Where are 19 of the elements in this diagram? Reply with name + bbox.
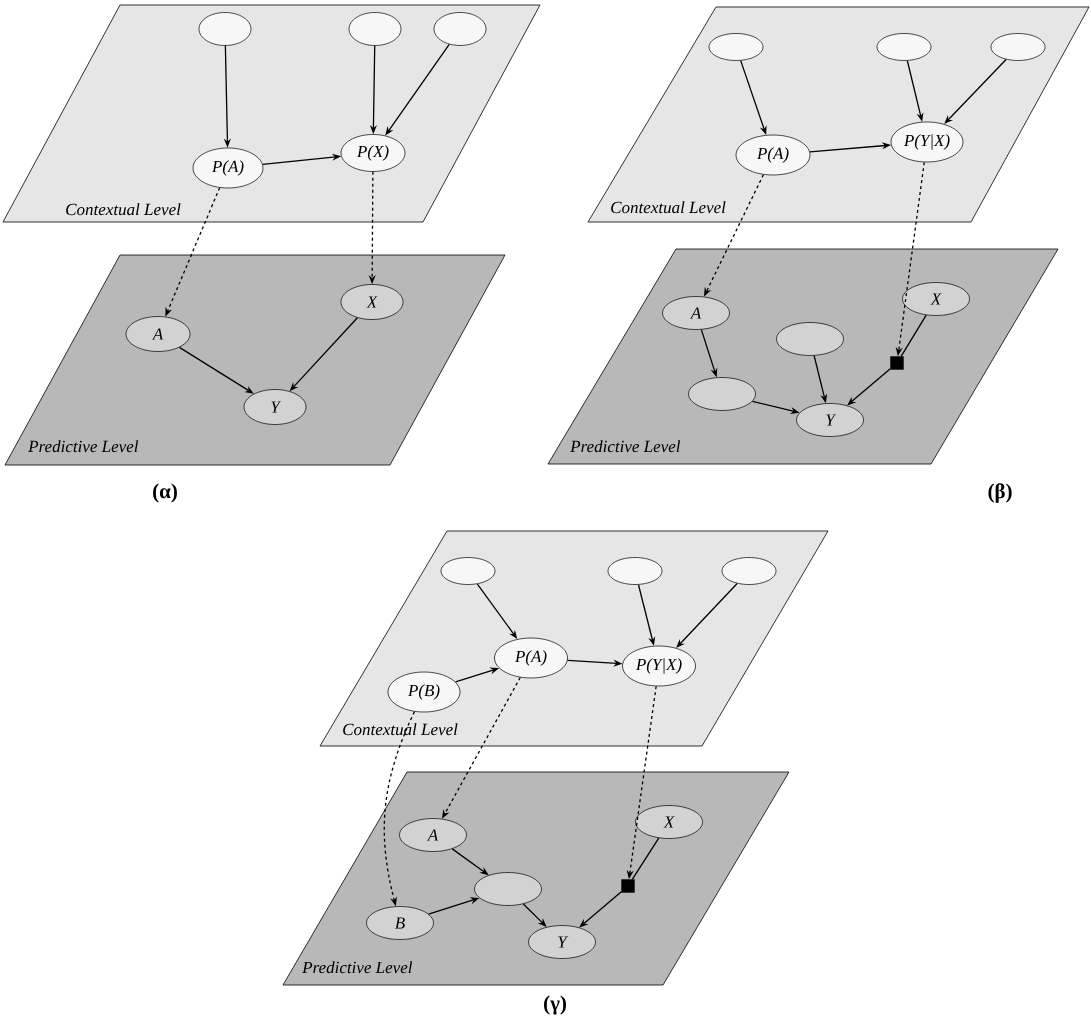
empty-ellipse (433, 12, 487, 46)
empty-ellipse (348, 12, 402, 46)
arrow (676, 582, 738, 648)
empty-ellipse (876, 33, 932, 61)
panel-label: (γ) (544, 995, 566, 1015)
empty-ellipse (440, 557, 496, 585)
empty-ellipse (198, 12, 252, 46)
empty-ellipse (607, 557, 663, 585)
connector-line (900, 314, 927, 357)
empty-ellipse (990, 33, 1046, 61)
empty-ellipse (721, 557, 777, 585)
panel-label: (α) (153, 483, 177, 503)
empty-ellipse (688, 377, 756, 411)
connector-line (631, 837, 660, 880)
panel-label: (β) (988, 483, 1012, 503)
empty-ellipse (708, 33, 764, 61)
empty-ellipse (474, 872, 542, 906)
empty-ellipse (776, 322, 844, 356)
arrow (522, 903, 547, 927)
